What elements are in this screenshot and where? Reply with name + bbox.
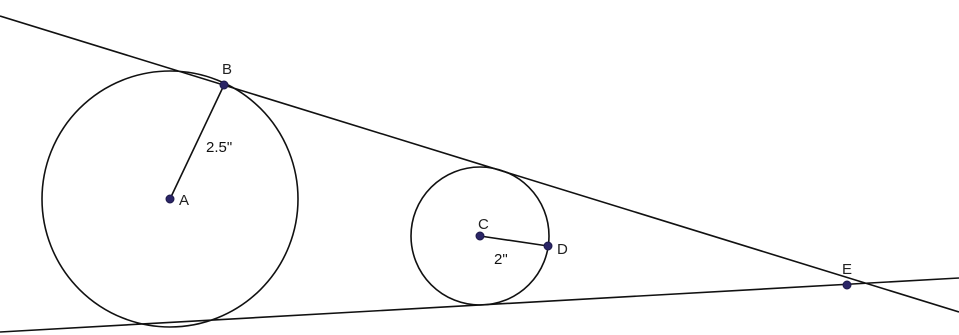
radius-segment-CD (479, 235, 549, 247)
radius-segment-AB (169, 84, 225, 200)
measure-radius-AB: 2.5" (206, 139, 232, 156)
label-A: A (179, 192, 189, 209)
label-D: D (557, 241, 568, 258)
label-C: C (478, 216, 489, 233)
small-circle-C (410, 166, 550, 306)
point-A (165, 194, 175, 204)
label-B: B (222, 61, 232, 78)
point-B (219, 80, 229, 90)
point-D (543, 241, 553, 251)
point-C (475, 231, 485, 241)
label-E: E (842, 261, 852, 278)
point-E (842, 280, 852, 290)
large-circle-A (41, 70, 299, 328)
measure-radius-CD: 2" (494, 251, 508, 268)
upper-tangent-line (0, 15, 959, 313)
